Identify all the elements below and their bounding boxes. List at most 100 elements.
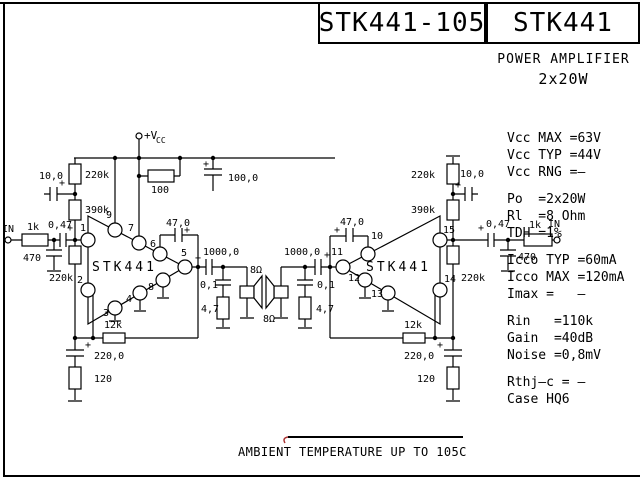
pin-4-circle: [132, 285, 148, 301]
label-100-0-supply: 100,0: [228, 173, 258, 184]
pin-15-label: 15: [443, 225, 455, 236]
left-pin-circles: [4, 132, 193, 316]
spec-line-po: Po =2x20W: [507, 192, 586, 207]
label-470-right: 470: [518, 252, 536, 263]
right-pin-circles: [335, 232, 561, 301]
plus-10-0-right: +: [455, 180, 461, 191]
pin-10-circle: [360, 246, 376, 262]
right-wires: [274, 155, 554, 402]
label-0-47-left: 0,47: [48, 220, 72, 231]
resistor-220k-bias-left: [68, 245, 82, 265]
page-border-top: [0, 2, 318, 4]
left-wires: [11, 139, 335, 402]
resistor-1k-left: [21, 233, 49, 247]
label-1k-right: 1k: [529, 220, 541, 231]
pin-14-circle: [432, 282, 448, 298]
pin-7-label: 7: [128, 223, 134, 234]
spec-panel: Vcc MAX =63V Vcc TYP =44V Vcc RNG =– Po …: [507, 130, 639, 418]
spec-group-current: Icco TYP =60mA Icco MAX =120mA Imax = –: [507, 252, 639, 303]
spec-line-vcc-max: Vcc MAX =63V: [507, 131, 601, 146]
pin-3-label: 3: [103, 308, 109, 319]
page-border-left: [3, 2, 5, 476]
pin-10-label: 10: [371, 231, 383, 242]
title-box-part-number: STK441-105: [318, 2, 486, 44]
note-underline: [288, 436, 463, 438]
left-capacitor-plates: [46, 168, 231, 357]
label-4-7-right: 4,7: [316, 304, 334, 315]
label-4-7-left: 4,7: [201, 304, 219, 315]
pin-8-circle: [155, 272, 171, 288]
label-390k-left: 390k: [85, 205, 109, 216]
right-junction-dots: [302, 191, 511, 341]
spec-line-gain: Gain =40dB: [507, 331, 594, 346]
label-8ohm-left: 8Ω: [250, 265, 262, 276]
label-100-supply: 100: [151, 185, 169, 196]
pin-13-label: 13: [371, 289, 383, 300]
right-capacitor-plates: [297, 187, 516, 357]
title-box-family: STK441: [486, 2, 640, 44]
resistor-120-right: [446, 366, 460, 390]
label-47-0-right: 47,0: [340, 217, 364, 228]
pin-7-circle: [131, 235, 147, 251]
input-label-left: IN: [2, 224, 14, 235]
resistor-220k-bias-right: [446, 245, 460, 265]
spec-line-icco-max: Icco MAX =120mA: [507, 270, 625, 285]
label-12k-right: 12k: [404, 320, 422, 331]
label-220k-bias-right: 220k: [461, 273, 485, 284]
pin-12-circle: [357, 272, 373, 288]
pin-4-label: 4: [126, 294, 132, 305]
family-name: STK441: [513, 8, 613, 38]
pin-8-label: 8: [148, 282, 154, 293]
label-220-0-right: 220,0: [404, 351, 434, 362]
right-channel-wires: [265, 155, 554, 402]
input-label-right: IN: [548, 219, 560, 230]
ambient-note: AMBIENT TEMPERATURE UP TO 105C: [238, 445, 467, 459]
label-120-left: 120: [94, 374, 112, 385]
resistor-100-supply: [147, 169, 175, 183]
label-47-0-left: 47,0: [166, 218, 190, 229]
label-1k-left: 1k: [27, 222, 39, 233]
pin-12-label: 12: [348, 273, 360, 284]
pin-6-label: 6: [150, 239, 156, 250]
spec-group-thermal: Rthj–c = – Case HQ6: [507, 374, 639, 408]
plus-1000-0-right: +: [324, 250, 330, 261]
resistor-12k-left: [102, 332, 126, 344]
vcc-label-sub: CC: [156, 136, 166, 145]
speaker-left-cone: [253, 274, 263, 310]
pin-1-circle: [80, 232, 96, 248]
plus-47-0-right: +: [334, 225, 340, 236]
plus-0-47-left: +: [67, 223, 73, 234]
pin-14-label: 14: [444, 274, 456, 285]
pin-5-label: 5: [181, 248, 187, 259]
resistor-390k-right: [446, 199, 460, 221]
page-border-bottom: [3, 475, 640, 477]
pin-2-label: 2: [77, 275, 83, 286]
label-220k-bias-left: 220k: [49, 273, 73, 284]
label-120-right: 120: [417, 374, 435, 385]
power-rating: 2x20W: [538, 70, 589, 88]
vcc-terminal: [135, 132, 143, 140]
label-390k-right: 390k: [411, 205, 435, 216]
spec-line-case: Case HQ6: [507, 392, 570, 407]
scan-artifact-mark: [283, 436, 289, 444]
plus-220-0-right: +: [437, 340, 443, 351]
resistor-220k-top-left: [68, 163, 82, 185]
spec-line-vcc-rng: Vcc RNG =–: [507, 165, 586, 180]
pin-1-label: 1: [80, 223, 86, 234]
pin-15-circle: [432, 232, 448, 248]
speaker-right-cone: [265, 274, 275, 310]
resistor-120-left: [68, 366, 82, 390]
pin-3-circle: [107, 300, 123, 316]
spec-line-icco-typ: Icco TYP =60mA: [507, 253, 617, 268]
spec-line-rl: Rl =8 Ohm: [507, 209, 586, 224]
label-470-left: 470: [23, 253, 41, 264]
pin-9-label: 9: [106, 210, 112, 221]
label-10-0-left: 10,0: [39, 171, 63, 182]
plus-100-0-supply: +: [203, 159, 209, 170]
speaker-right-coil: [273, 285, 289, 299]
label-220-0-left: 220,0: [94, 351, 124, 362]
pin-11-circle: [335, 259, 351, 275]
